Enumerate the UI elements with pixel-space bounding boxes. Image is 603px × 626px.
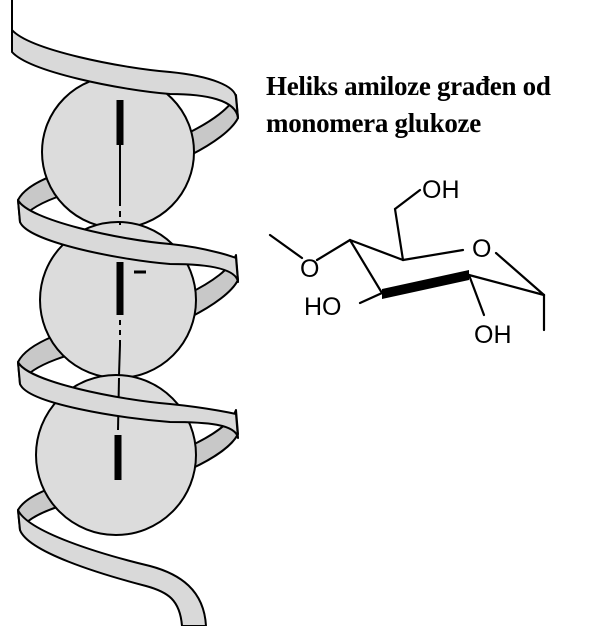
ring-oxygen-label: O — [472, 235, 491, 263]
figure-caption: Heliks amiloze građen od monomera glukoz… — [266, 68, 602, 142]
caption-line-1: Heliks amiloze građen od — [266, 71, 551, 101]
glucose-bonds — [268, 188, 546, 332]
link-oxygen-label: O — [300, 255, 319, 283]
amylose-helix-diagram — [11, 0, 239, 626]
caption-line-2: monomera glukoze — [266, 108, 481, 138]
c3-hydroxyl-label: HO — [304, 293, 342, 321]
glucose-structure: OH O O HO OH — [268, 176, 546, 349]
helix-ribbon-front — [11, 0, 239, 119]
ring-front-edge — [382, 270, 469, 299]
helix-ribbon-front — [17, 199, 239, 283]
glucose-unit-sphere — [41, 75, 195, 229]
ch2oh-label: OH — [422, 176, 460, 204]
helix-ribbon-front — [17, 361, 239, 439]
c2-hydroxyl-label: OH — [474, 321, 512, 349]
helix-ribbon-front — [17, 509, 207, 626]
